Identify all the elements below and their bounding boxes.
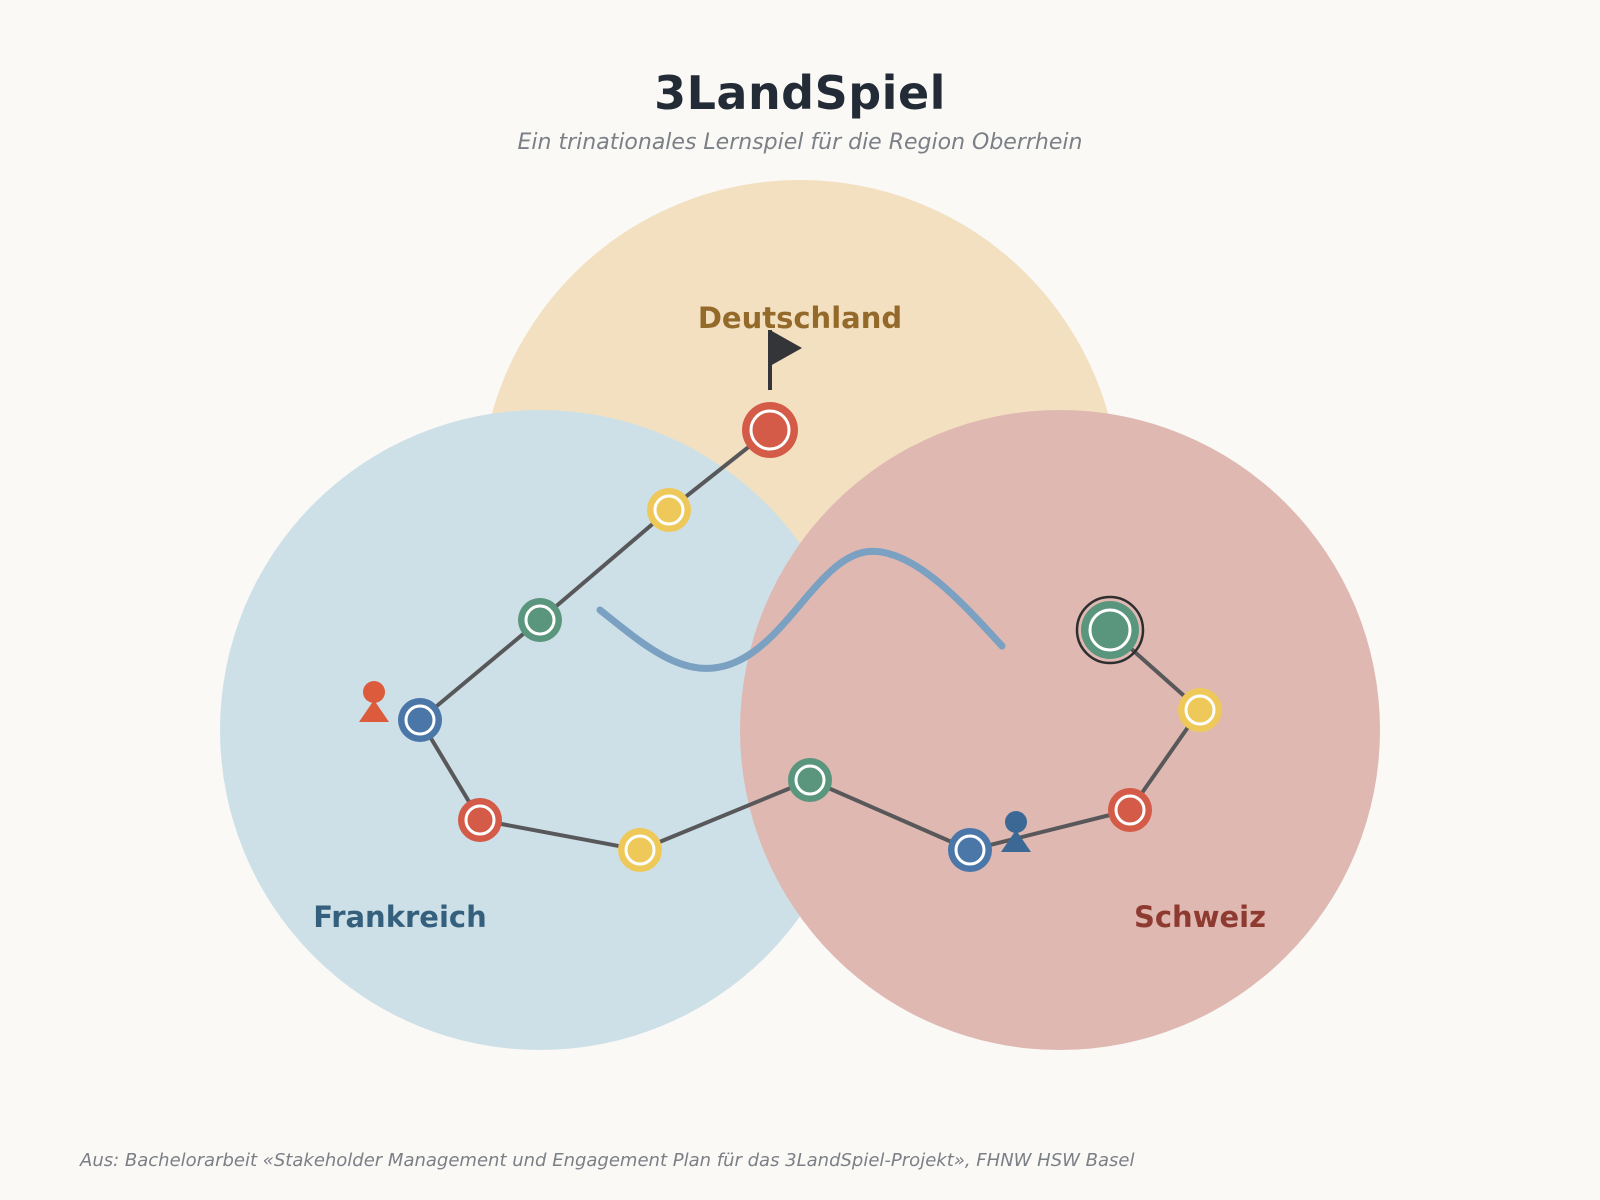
node-yellow-2 <box>618 828 662 872</box>
page-subtitle: Ein trinationales Lernspiel für die Regi… <box>517 130 1083 155</box>
germany-label: Deutschland <box>698 301 902 335</box>
pawn-head <box>363 681 385 703</box>
river-rhine <box>596 547 1006 672</box>
node-blue-2 <box>948 828 992 872</box>
france-label: Frankreich <box>313 900 487 934</box>
source-caption: Aus: Bachelorarbeit «Stakeholder Managem… <box>80 1150 1135 1171</box>
node-red-1 <box>458 798 502 842</box>
node-green-2 <box>788 758 832 802</box>
node-start <box>1075 595 1145 665</box>
france-region <box>220 410 860 1050</box>
flag-icon <box>768 330 802 390</box>
node-green-1 <box>518 598 562 642</box>
node-yellow-3 <box>1178 688 1222 732</box>
flag-banner <box>770 330 802 366</box>
node-blue-1 <box>398 698 442 742</box>
page-title: 3LandSpiel <box>654 66 946 120</box>
node-goal <box>742 402 798 458</box>
pawn-body <box>359 700 389 722</box>
node-red-2 <box>1108 788 1152 832</box>
pawn-head <box>1005 811 1027 833</box>
switzerland-label: Schweiz <box>1134 900 1266 934</box>
node-yellow-1 <box>647 488 691 532</box>
switzerland-region <box>740 410 1380 1050</box>
player-pawn-icon <box>1001 811 1031 852</box>
player-pawn-icon <box>359 681 389 722</box>
pawn-body <box>1001 830 1031 852</box>
